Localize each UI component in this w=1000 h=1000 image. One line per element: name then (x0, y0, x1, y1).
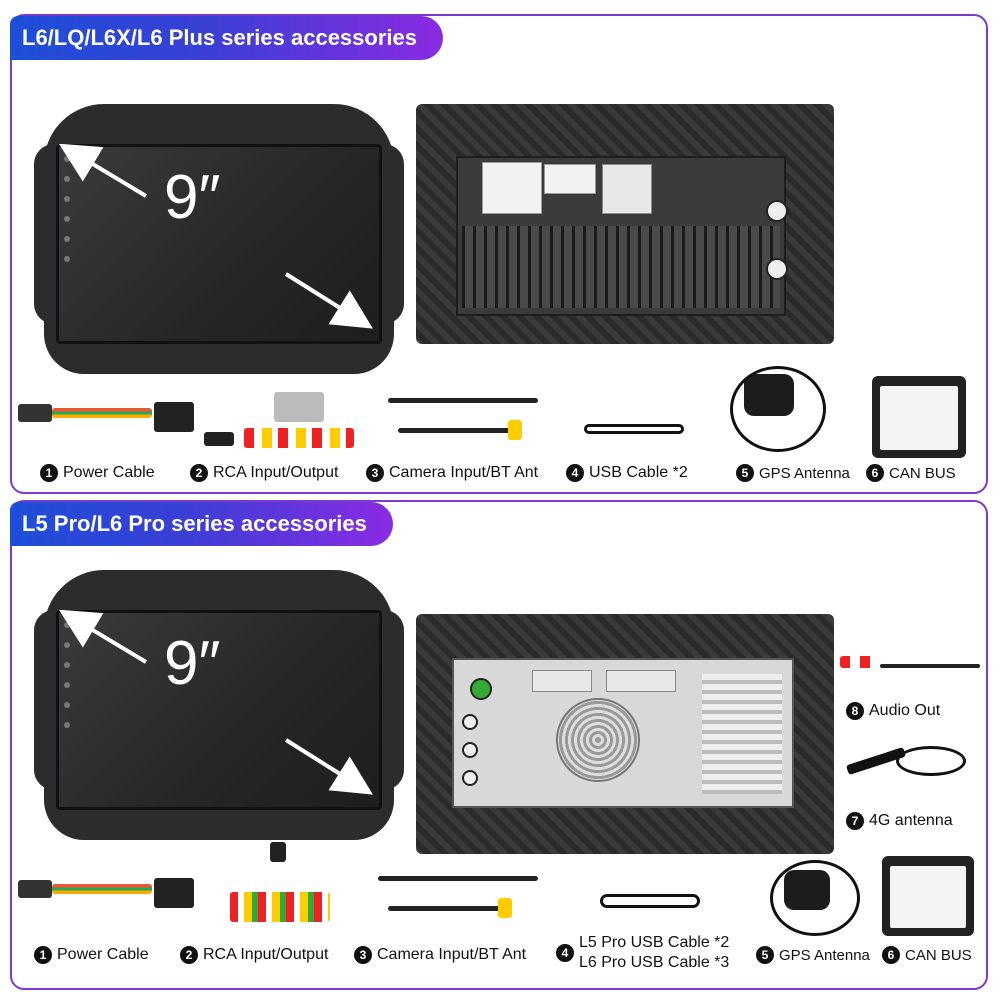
accessory-number-badge: 3 (366, 464, 384, 482)
accessory-number-badge: 6 (866, 464, 884, 482)
accessory-caption: 2 RCA Input/Output (180, 946, 328, 964)
accessory-number-badge: 4 (566, 464, 584, 482)
section-title-pro: L5 Pro/L6 Pro series accessories (10, 502, 393, 546)
accessory-label: Audio Out (869, 702, 941, 719)
accessory-label: USB Cable *2 (589, 464, 688, 481)
accessory-caption: 1 Power Cable (34, 946, 149, 964)
accessory-label: L6 Pro USB Cable *3 (579, 954, 730, 971)
accessory-label: RCA Input/Output (203, 946, 329, 963)
accessory-number-badge: 2 (190, 464, 208, 482)
screen-size-label: 9″ (164, 163, 221, 232)
accessory-number-badge: 7 (846, 812, 864, 830)
accessory-number-badge: 5 (756, 946, 774, 964)
accessory-label: CAN BUS (905, 946, 972, 964)
accessory-label: GPS Antenna (759, 464, 850, 482)
camera-bt-cable-image (378, 388, 548, 448)
accessory-label: RCA Input/Output (213, 464, 339, 481)
accessory-number-badge: 6 (882, 946, 900, 964)
accessory-number-badge: 5 (736, 464, 754, 482)
canbus-box-image (882, 856, 974, 936)
usb-cable-image (584, 412, 694, 452)
usb-cable-image (600, 886, 710, 926)
accessory-caption: 7 4G antenna (846, 812, 953, 830)
diagonal-arrows-icon (58, 610, 373, 795)
4g-antenna-image (845, 736, 976, 786)
accessory-number-badge: 3 (354, 946, 372, 964)
screen-size-label: 9″ (164, 629, 221, 698)
power-cable-image (14, 872, 194, 932)
audio-out-cable-image (840, 640, 980, 690)
accessory-label: Camera Input/BT Ant (389, 464, 539, 481)
accessory-caption: 3 Camera Input/BT Ant (366, 464, 538, 482)
accessory-caption: 5 GPS Antenna (736, 464, 850, 482)
accessory-label: Power Cable (63, 464, 155, 481)
accessory-label: Camera Input/BT Ant (377, 946, 527, 963)
accessory-label: CAN BUS (889, 464, 956, 482)
gps-antenna-image (724, 360, 834, 458)
head-unit-back-image (416, 104, 834, 344)
camera-bt-cable-image (368, 866, 548, 926)
diagonal-arrows-icon (58, 144, 373, 329)
accessory-label: GPS Antenna (779, 946, 870, 964)
accessory-number-badge: 2 (180, 946, 198, 964)
accessory-number-badge: 4 (556, 944, 574, 962)
accessory-caption: 8 Audio Out (846, 702, 940, 720)
section-title-standard: L6/LQ/L6X/L6 Plus series accessories (10, 16, 443, 60)
accessory-caption: 2 RCA Input/Output (190, 464, 338, 482)
accessory-number-badge: 1 (40, 464, 58, 482)
power-cable-image (14, 396, 194, 456)
accessory-number-badge: 8 (846, 702, 864, 720)
accessory-number-badge: 1 (34, 946, 52, 964)
accessory-caption: 6 CAN BUS (882, 946, 972, 964)
rca-cable-image (220, 842, 340, 942)
accessory-caption: 4 USB Cable *2 (566, 464, 688, 482)
accessory-label: L5 Pro USB Cable *2 (579, 934, 730, 951)
accessory-caption: 3 Camera Input/BT Ant (354, 946, 526, 964)
accessory-caption: 6 CAN BUS (866, 464, 956, 482)
gps-antenna-image (766, 856, 866, 940)
accessory-label: Power Cable (57, 946, 149, 963)
accessory-caption: 1 Power Cable (40, 464, 155, 482)
canbus-box-image (872, 376, 966, 458)
accessory-caption: 5 GPS Antenna (756, 946, 870, 964)
accessory-caption: 4 L5 Pro USB Cable *2 L6 Pro USB Cable *… (556, 934, 729, 972)
head-unit-back-image (416, 614, 834, 854)
rca-cable-image (204, 388, 354, 460)
accessory-label: 4G antenna (869, 812, 953, 829)
